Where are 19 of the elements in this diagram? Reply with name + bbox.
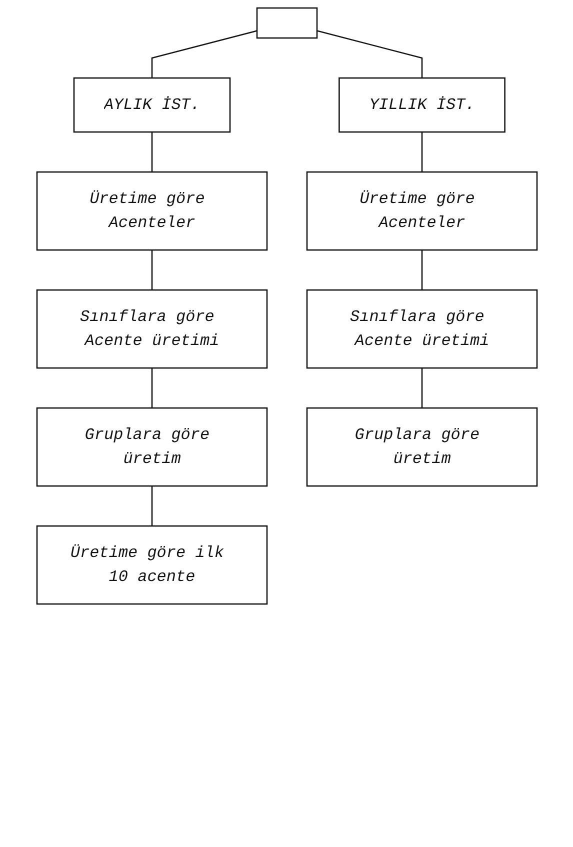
node-box: Sınıflara göre Acente üretimi: [36, 289, 268, 369]
node-box: [256, 7, 318, 39]
connector: [150, 30, 257, 78]
node-box: Gruplara göre üretim: [36, 407, 268, 487]
node-box: YILLIK İST.: [338, 77, 505, 133]
connector: [150, 132, 152, 172]
connector: [150, 368, 152, 408]
node-box: Gruplara göre üretim: [306, 407, 538, 487]
node-box: Üretime göre Acenteler: [36, 171, 268, 251]
node-box: Üretime göre ilk 10 acente: [36, 525, 268, 605]
connector: [420, 368, 422, 408]
node-box: AYLIK İST.: [72, 77, 230, 133]
connector: [420, 132, 422, 172]
node-box: Üretime göre Acenteler: [306, 171, 538, 251]
connector: [420, 250, 422, 290]
connector: [150, 486, 152, 526]
connector: [316, 30, 422, 78]
node-box: Sınıflara göre Acente üretimi: [306, 289, 538, 369]
connector: [150, 250, 152, 290]
